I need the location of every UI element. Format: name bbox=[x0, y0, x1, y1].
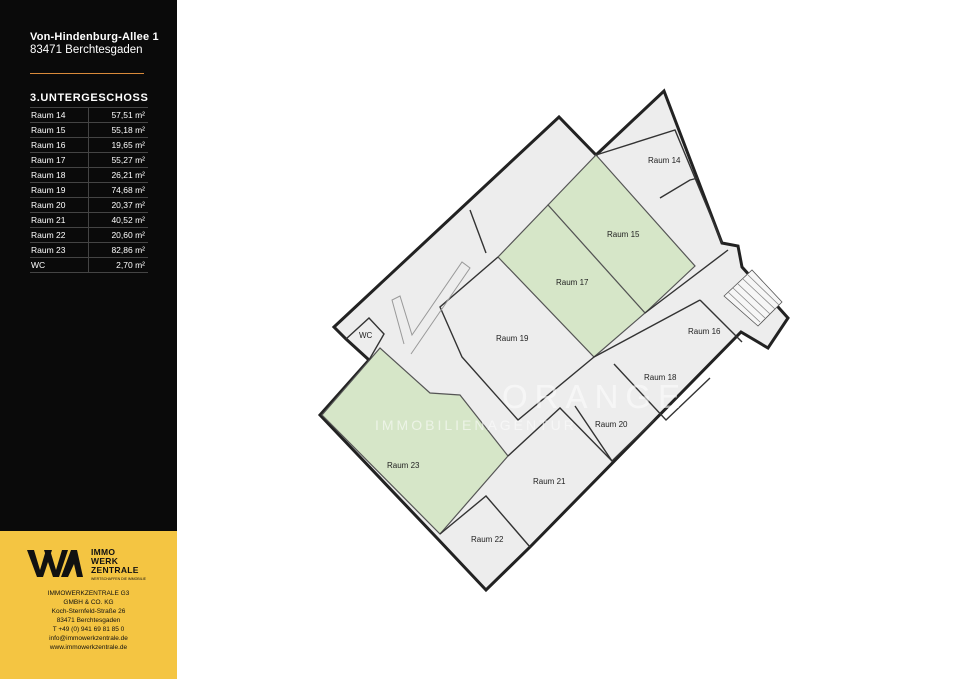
watermark: ORANGE IMMOBILIENAGENTUR bbox=[375, 378, 687, 433]
wall-wc bbox=[345, 317, 385, 361]
room-label-22: Raum 22 bbox=[471, 535, 504, 544]
room-name: Raum 16 bbox=[30, 137, 89, 153]
ramp-arrow-icon bbox=[391, 261, 471, 355]
wall-room-22 bbox=[439, 495, 531, 548]
room-area: 57,51 m² bbox=[87, 107, 148, 123]
contact-email[interactable]: info@immowerkzentrale.de bbox=[49, 635, 128, 642]
brand-tagline: WERTSCHAFFEN DIE IMMOBILIE bbox=[91, 577, 146, 581]
contact-phone: T +49 (0) 941 69 81 85 0 bbox=[52, 626, 125, 633]
wall-room-14-inner bbox=[659, 177, 699, 199]
room-label-16: Raum 16 bbox=[688, 327, 721, 336]
brand-line-1: IMMO bbox=[91, 547, 116, 557]
room-area: 55,18 m² bbox=[87, 122, 148, 138]
watermark-line-2: IMMOBILIENAGENTUR bbox=[375, 417, 577, 433]
stairs bbox=[723, 269, 783, 327]
room-name: Raum 22 bbox=[30, 227, 89, 243]
highlight-rooms bbox=[321, 154, 696, 535]
room-label-wc: WC bbox=[359, 331, 373, 340]
floor-slab bbox=[317, 88, 790, 593]
room-label-23: Raum 23 bbox=[387, 461, 420, 470]
sidebar-panel: Von-Hindenburg-Allee 1 83471 Berchtesgad… bbox=[0, 0, 177, 531]
room-area: 40,52 m² bbox=[87, 212, 148, 228]
room-area: 55,27 m² bbox=[87, 152, 148, 168]
room-name: Raum 19 bbox=[30, 182, 89, 198]
contact-street: Koch-Sternfeld-Straße 26 bbox=[51, 608, 126, 615]
room-labels: Raum 14 Raum 15 Raum 17 Raum 16 Raum 19 … bbox=[359, 156, 721, 544]
wall-corridor-2 bbox=[593, 299, 701, 358]
room-label-19: Raum 19 bbox=[496, 334, 529, 343]
company-name-2: GMBH & CO. KG bbox=[63, 599, 114, 606]
wall-room-21 bbox=[507, 407, 613, 462]
room-area: 74,68 m² bbox=[87, 182, 148, 198]
accent-divider bbox=[30, 73, 144, 74]
room-area: 20,60 m² bbox=[87, 227, 148, 243]
room-label-20: Raum 20 bbox=[595, 420, 628, 429]
wall-room-14 bbox=[595, 129, 723, 244]
wall-corridor-1 bbox=[644, 249, 729, 314]
room-name: Raum 14 bbox=[30, 107, 89, 123]
floor-title: 3.UNTERGESCHOSS bbox=[30, 92, 149, 104]
room-area: 82,86 m² bbox=[87, 242, 148, 258]
watermark-line-1: ORANGE bbox=[502, 378, 687, 415]
wall-room-18 bbox=[613, 363, 711, 421]
room-area: 20,37 m² bbox=[87, 197, 148, 213]
room-name: Raum 15 bbox=[30, 122, 89, 138]
wall-room-16 bbox=[699, 299, 743, 343]
room-area: 26,21 m² bbox=[87, 167, 148, 183]
room-label-21: Raum 21 bbox=[533, 477, 566, 486]
floor-plan: ORANGE IMMOBILIENAGENTUR Raum 14 Raum 15… bbox=[317, 88, 790, 593]
brand-logo-icon bbox=[27, 550, 83, 577]
room-name: Raum 21 bbox=[30, 212, 89, 228]
contact-city: 83471 Berchtesgaden bbox=[56, 617, 121, 624]
brand-line-2: WERK bbox=[91, 556, 119, 566]
wall-ramp bbox=[469, 209, 487, 254]
room-name: Raum 20 bbox=[30, 197, 89, 213]
room-name: Raum 23 bbox=[30, 242, 89, 258]
contact-block: IMMOWERKZENTRALE G3 GMBH & CO. KG Koch-S… bbox=[0, 589, 177, 652]
company-name-1: IMMOWERKZENTRALE G3 bbox=[47, 590, 130, 597]
interior-walls bbox=[345, 129, 743, 548]
room-label-17: Raum 17 bbox=[556, 278, 589, 287]
address-street: Von-Hindenburg-Allee 1 bbox=[30, 31, 159, 43]
room-label-15: Raum 15 bbox=[607, 230, 640, 239]
brand-line-3: ZENTRALE bbox=[91, 565, 139, 575]
room-name: Raum 18 bbox=[30, 167, 89, 183]
brand-wordmark: IMMO WERK ZENTRALE WERTSCHAFFEN DIE IMMO… bbox=[91, 548, 146, 584]
room-label-18: Raum 18 bbox=[644, 373, 677, 382]
room-name: WC bbox=[30, 257, 89, 273]
wall-room-19 bbox=[439, 256, 595, 421]
room-area: 2,70 m² bbox=[87, 257, 148, 273]
room-label-14: Raum 14 bbox=[648, 156, 681, 165]
room-name: Raum 17 bbox=[30, 152, 89, 168]
contact-web[interactable]: www.immowerkzentrale.de bbox=[49, 644, 128, 651]
room-area: 19,65 m² bbox=[87, 137, 148, 153]
address-city: 83471 Berchtesgaden bbox=[30, 44, 143, 56]
